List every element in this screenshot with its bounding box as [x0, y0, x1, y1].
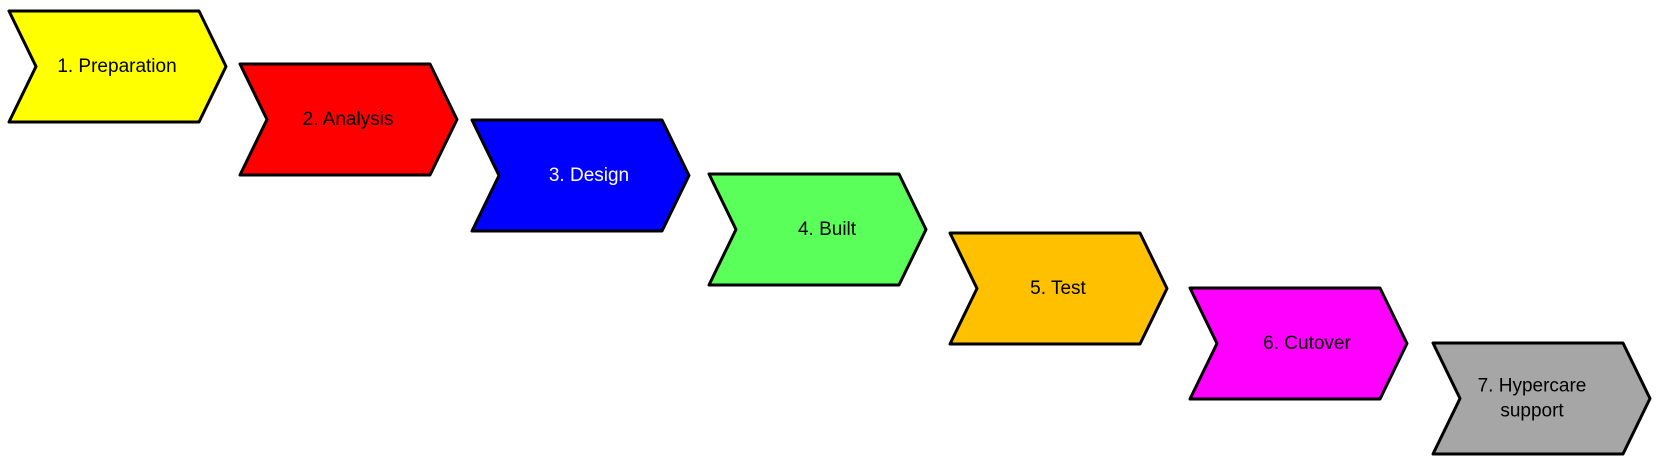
step-2-shape	[238, 62, 459, 177]
step-6-chevron: 6. Cutover	[1188, 286, 1409, 401]
step-7-shape	[1431, 341, 1652, 456]
step-4-label: 4. Built	[798, 219, 857, 240]
step-1-shape	[7, 9, 228, 124]
step-1-label: 1. Preparation	[57, 56, 176, 77]
step-7-label: 7. Hypercare	[1478, 376, 1587, 397]
step-7-chevron: 7. Hypercare support	[1431, 341, 1652, 456]
step-3-chevron: 3. Design	[470, 118, 691, 233]
step-2-label: 2. Analysis	[303, 109, 394, 130]
step-3-shape	[470, 118, 691, 233]
step-3-label: 3. Design	[549, 165, 629, 186]
step-7-label: support	[1500, 401, 1564, 422]
step-6-label: 6. Cutover	[1263, 333, 1351, 354]
step-4-shape	[707, 172, 928, 287]
step-2-chevron: 2. Analysis	[238, 62, 459, 177]
step-1-chevron: 1. Preparation	[7, 9, 228, 124]
step-5-chevron: 5. Test	[948, 231, 1169, 346]
step-6-shape	[1188, 286, 1409, 401]
step-5-shape	[948, 231, 1169, 346]
step-5-label: 5. Test	[1030, 278, 1086, 299]
step-4-chevron: 4. Built	[707, 172, 928, 287]
